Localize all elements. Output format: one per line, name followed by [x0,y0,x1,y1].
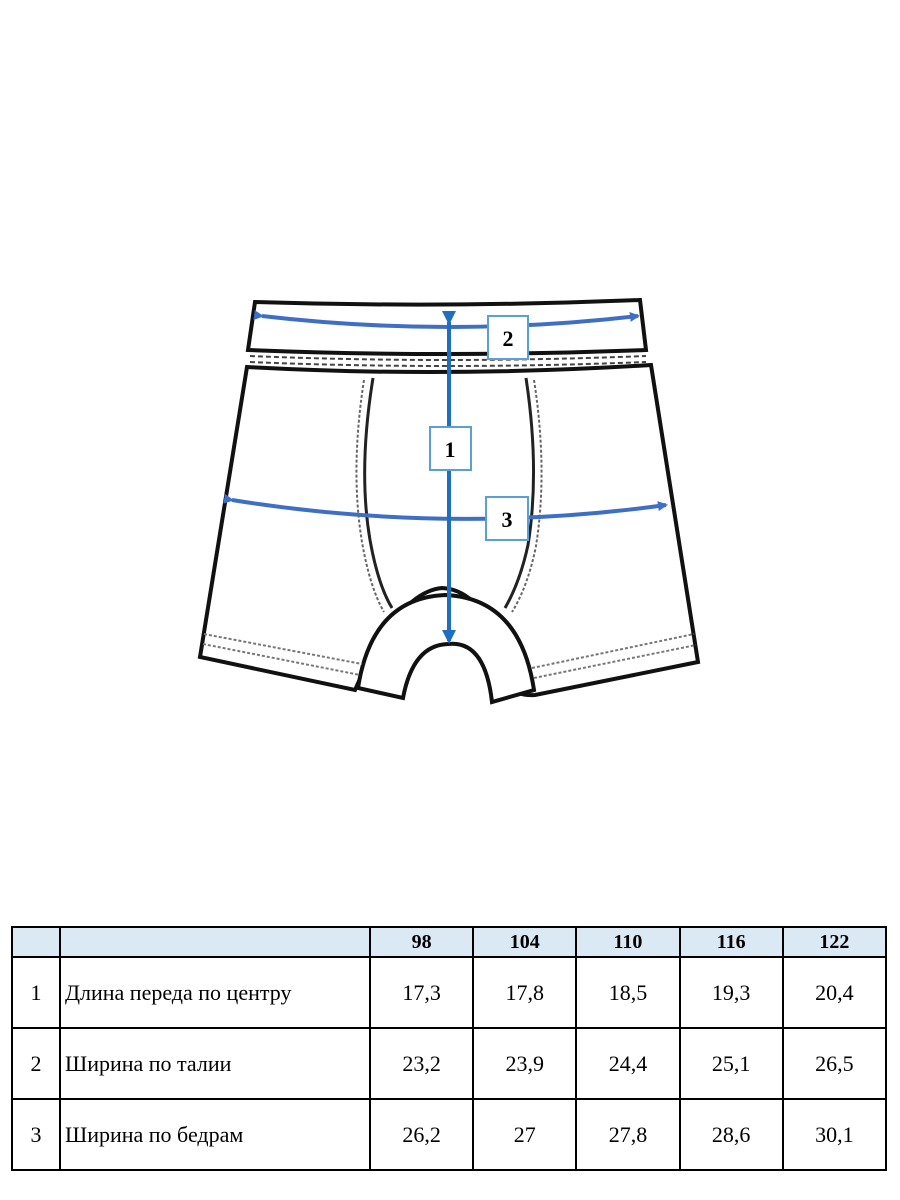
size-header: 116 [678,926,784,958]
measurement-value: 27,8 [575,1098,681,1171]
front-panel-seam-right [503,377,536,609]
measurement-value: 20,4 [781,956,888,1029]
marker-3: 3 [485,496,529,541]
measurement-value: 23,9 [472,1027,578,1100]
svg-text:3: 3 [502,507,513,532]
measurement-value: 26,2 [368,1098,475,1171]
size-header-row: 98 104 110 116 122 [11,926,888,958]
header-empty-num [11,926,61,958]
size-header: 98 [368,926,475,958]
boxer-shorts-diagram: 1 2 3 [197,297,701,705]
measurement-value: 25,1 [678,1027,784,1100]
measurement-value: 18,5 [575,956,681,1029]
row-number: 3 [11,1098,61,1171]
size-header: 104 [472,926,578,958]
size-table: 98 104 110 116 122 1 Длина переда по цен… [11,926,888,1171]
size-header: 110 [575,926,681,958]
measurement-value: 26,5 [781,1027,888,1100]
marker-1: 1 [429,426,472,471]
size-header: 122 [781,926,888,958]
hem-stitch-left [202,633,363,676]
table-row: 1 Длина переда по центру 17,3 17,8 18,5 … [11,956,888,1029]
measurement-label: Длина переда по центру [59,956,371,1029]
measurement-value: 17,8 [472,956,578,1029]
row-number: 2 [11,1027,61,1100]
table-row: 2 Ширина по талии 23,2 23,9 24,4 25,1 26… [11,1027,888,1100]
measurement-value: 19,3 [678,956,784,1029]
marker-2: 2 [487,315,529,360]
svg-text:1: 1 [445,437,456,462]
row-number: 1 [11,956,61,1029]
header-empty-label [59,926,371,958]
front-panel-seam-right-stitch [511,379,543,613]
measurement-value: 23,2 [368,1027,475,1100]
measurement-value: 28,6 [678,1098,784,1171]
front-panel-seam-left [363,377,394,609]
front-panel-seam-left-stitch [355,379,385,613]
svg-text:2: 2 [503,326,514,351]
table-row: 3 Ширина по бедрам 26,2 27 27,8 28,6 30,… [11,1098,888,1171]
hem-stitch-right [531,633,697,679]
measurement-value: 24,4 [575,1027,681,1100]
measurement-label: Ширина по бедрам [59,1098,371,1171]
measurement-value: 27 [472,1098,578,1171]
measurement-value: 17,3 [368,956,475,1029]
measurement-value: 30,1 [781,1098,888,1171]
measurement-label: Ширина по талии [59,1027,371,1100]
crotch-panel [355,592,537,705]
